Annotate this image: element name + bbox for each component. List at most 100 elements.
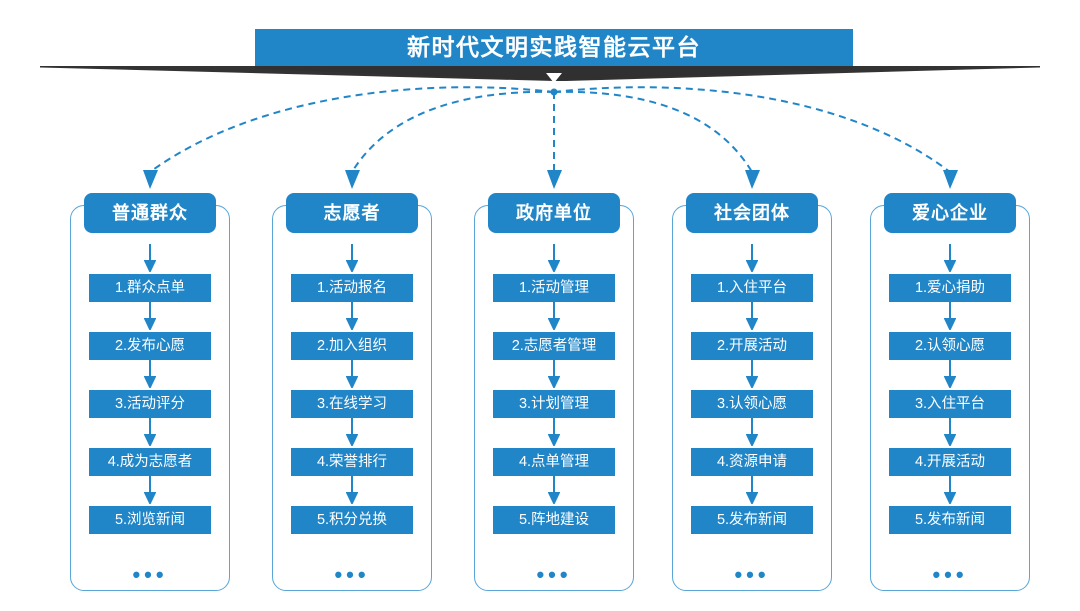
connector-to-column-1 xyxy=(149,86,555,173)
down-arrow-icon xyxy=(346,302,358,330)
connector-arrowhead-3 xyxy=(547,170,562,189)
step-item[interactable]: 5.发布新闻 xyxy=(665,476,839,534)
connector-hub xyxy=(550,88,558,96)
step-label: 5.积分兑换 xyxy=(316,511,388,528)
step-label: 3.计划管理 xyxy=(518,395,590,412)
step-label: 3.在线学习 xyxy=(316,395,388,412)
step-item[interactable]: 4.成为志愿者 xyxy=(63,418,237,476)
step-label: 1.活动报名 xyxy=(316,279,388,296)
connector-arrowhead-5 xyxy=(943,170,958,189)
step-box[interactable]: 1.入住平台 xyxy=(691,274,813,302)
step-box[interactable]: 5.积分兑换 xyxy=(291,506,413,534)
column-header-social-group[interactable]: 社会团体 xyxy=(686,193,818,233)
down-arrow-icon xyxy=(746,302,758,330)
step-item[interactable]: 4.点单管理 xyxy=(467,418,641,476)
step-box[interactable]: 5.浏览新闻 xyxy=(89,506,211,534)
step-item[interactable]: 1.活动报名 xyxy=(265,244,439,302)
step-item[interactable]: 1.群众点单 xyxy=(63,244,237,302)
step-label: 5.发布新闻 xyxy=(914,511,986,528)
step-item[interactable]: 1.爱心捐助 xyxy=(863,244,1037,302)
step-item[interactable]: 1.活动管理 xyxy=(467,244,641,302)
step-label: 1.爱心捐助 xyxy=(914,279,986,296)
step-box[interactable]: 5.发布新闻 xyxy=(889,506,1011,534)
step-item[interactable]: 4.开展活动 xyxy=(863,418,1037,476)
step-box[interactable]: 2.开展活动 xyxy=(691,332,813,360)
down-arrow-icon xyxy=(746,418,758,446)
step-box[interactable]: 1.活动管理 xyxy=(493,274,615,302)
step-box[interactable]: 2.认领心愿 xyxy=(889,332,1011,360)
step-item[interactable]: 3.入住平台 xyxy=(863,360,1037,418)
step-box[interactable]: 3.计划管理 xyxy=(493,390,615,418)
down-arrow-icon xyxy=(548,418,560,446)
step-item[interactable]: 3.活动评分 xyxy=(63,360,237,418)
step-box[interactable]: 5.阵地建设 xyxy=(493,506,615,534)
step-item[interactable]: 5.积分兑换 xyxy=(265,476,439,534)
column-steps: 1.爱心捐助 2.认领心愿 3.入住平台 4.开展活动 5.发布新闻 xyxy=(863,244,1037,564)
step-box[interactable]: 1.活动报名 xyxy=(291,274,413,302)
column-header-caring-enterprise[interactable]: 爱心企业 xyxy=(884,193,1016,233)
step-label: 5.发布新闻 xyxy=(716,511,788,528)
down-arrow-icon xyxy=(944,244,956,272)
role-columns: 普通群众 1.群众点单 2.发布心愿 3.活动评分 4.成为志愿者 xyxy=(0,193,1080,603)
step-item[interactable]: 5.浏览新闻 xyxy=(63,476,237,534)
step-item[interactable]: 3.在线学习 xyxy=(265,360,439,418)
step-item[interactable]: 2.志愿者管理 xyxy=(467,302,641,360)
step-label: 2.开展活动 xyxy=(716,337,788,354)
step-item[interactable]: 2.开展活动 xyxy=(665,302,839,360)
step-box[interactable]: 4.成为志愿者 xyxy=(89,448,211,476)
more-ellipsis: ••• xyxy=(734,562,770,587)
column-header-ordinary-public[interactable]: 普通群众 xyxy=(84,193,216,233)
step-item[interactable]: 4.荣誉排行 xyxy=(265,418,439,476)
down-arrow-icon xyxy=(746,360,758,388)
step-label: 1.群众点单 xyxy=(114,279,186,296)
step-box[interactable]: 1.群众点单 xyxy=(89,274,211,302)
more-ellipsis: ••• xyxy=(536,562,572,587)
down-arrow-icon xyxy=(144,418,156,446)
connector-arrowhead-4 xyxy=(745,170,760,189)
step-box[interactable]: 4.荣誉排行 xyxy=(291,448,413,476)
step-box[interactable]: 4.开展活动 xyxy=(889,448,1011,476)
step-label: 4.荣誉排行 xyxy=(316,453,388,470)
step-item[interactable]: 3.计划管理 xyxy=(467,360,641,418)
step-item[interactable]: 4.资源申请 xyxy=(665,418,839,476)
step-item[interactable]: 1.入住平台 xyxy=(665,244,839,302)
connector-to-column-4 xyxy=(553,90,753,173)
down-arrow-icon xyxy=(548,244,560,272)
platform-title-banner: 新时代文明实践智能云平台 xyxy=(255,29,853,66)
step-box[interactable]: 2.发布心愿 xyxy=(89,332,211,360)
step-item[interactable]: 2.认领心愿 xyxy=(863,302,1037,360)
column-steps: 1.活动报名 2.加入组织 3.在线学习 4.荣誉排行 5.积分兑换 xyxy=(265,244,439,564)
step-box[interactable]: 5.发布新闻 xyxy=(691,506,813,534)
platform-title-bar: 新时代文明实践智能云平台 xyxy=(255,29,853,66)
step-label: 2.加入组织 xyxy=(316,337,388,354)
down-arrow-icon xyxy=(144,244,156,272)
step-box[interactable]: 3.入住平台 xyxy=(889,390,1011,418)
down-arrow-icon xyxy=(346,360,358,388)
column-title: 社会团体 xyxy=(714,203,790,223)
step-label: 2.志愿者管理 xyxy=(511,337,597,354)
down-arrow-icon xyxy=(944,418,956,446)
step-box[interactable]: 2.加入组织 xyxy=(291,332,413,360)
down-arrow-icon xyxy=(944,476,956,504)
step-box[interactable]: 1.爱心捐助 xyxy=(889,274,1011,302)
step-box[interactable]: 3.活动评分 xyxy=(89,390,211,418)
step-label: 4.资源申请 xyxy=(716,453,788,470)
down-arrow-icon xyxy=(346,244,358,272)
step-item[interactable]: 2.加入组织 xyxy=(265,302,439,360)
step-box[interactable]: 2.志愿者管理 xyxy=(493,332,615,360)
step-item[interactable]: 3.认领心愿 xyxy=(665,360,839,418)
step-box[interactable]: 4.点单管理 xyxy=(493,448,615,476)
column-steps: 1.入住平台 2.开展活动 3.认领心愿 4.资源申请 5.发布新闻 xyxy=(665,244,839,564)
step-item[interactable]: 5.发布新闻 xyxy=(863,476,1037,534)
step-box[interactable]: 4.资源申请 xyxy=(691,448,813,476)
column-steps: 1.活动管理 2.志愿者管理 3.计划管理 4.点单管理 5.阵地建设 xyxy=(467,244,641,564)
step-item[interactable]: 5.阵地建设 xyxy=(467,476,641,534)
column-header-volunteer[interactable]: 志愿者 xyxy=(286,193,418,233)
column-volunteer: 志愿者 1.活动报名 2.加入组织 3.在线学习 4.荣誉排行 xyxy=(265,193,439,599)
step-box[interactable]: 3.在线学习 xyxy=(291,390,413,418)
step-box[interactable]: 3.认领心愿 xyxy=(691,390,813,418)
connector-arrowhead-2 xyxy=(345,170,360,189)
down-arrow-icon xyxy=(548,476,560,504)
column-header-government-unit[interactable]: 政府单位 xyxy=(488,193,620,233)
step-item[interactable]: 2.发布心愿 xyxy=(63,302,237,360)
